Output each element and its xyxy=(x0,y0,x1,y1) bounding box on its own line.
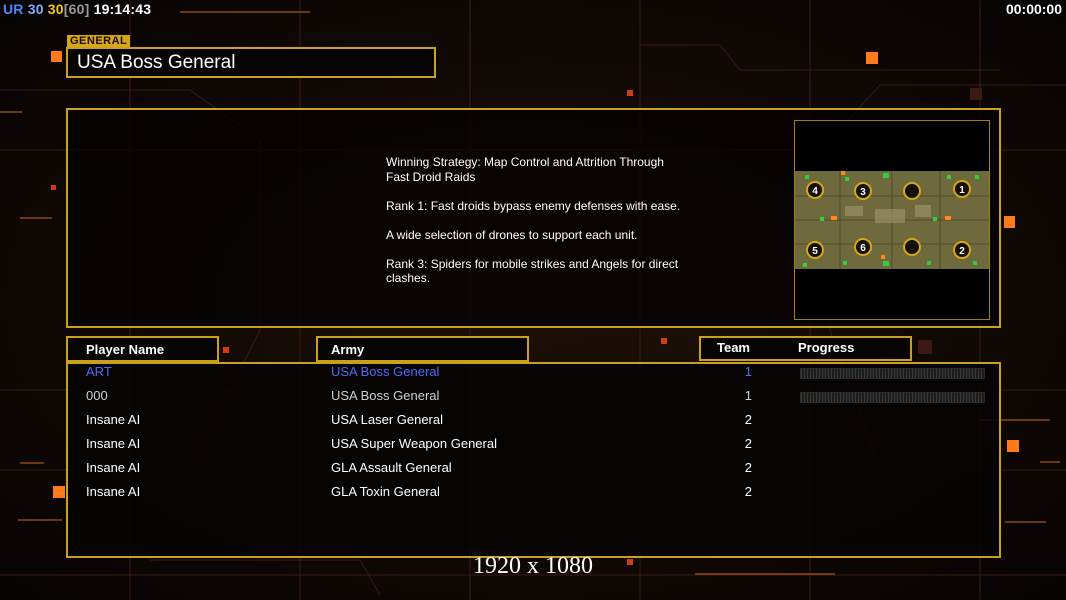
player-team: 1 xyxy=(744,388,752,403)
player-row[interactable]: Insane AI GLA Toxin General 2 xyxy=(0,484,1066,504)
general-name: USA Boss General xyxy=(77,52,236,73)
team-header-label: Team xyxy=(717,340,750,355)
map-preview-frame: 4 3 1 5 6 2 xyxy=(794,120,990,320)
general-title-frame xyxy=(66,47,436,78)
strategy-line: A wide selection of drones to support ea… xyxy=(386,227,638,242)
player-row[interactable]: Insane AI GLA Assault General 2 xyxy=(0,460,1066,480)
system-clock: 19:14:43 xyxy=(93,1,152,17)
army-header: Army xyxy=(316,336,529,362)
hud-stats: UR 30 30[60] 19:14:43 xyxy=(3,1,151,17)
player-army: USA Super Weapon General xyxy=(331,436,497,451)
player-name: Insane AI xyxy=(86,436,141,451)
map-slot-label: 1 xyxy=(959,185,965,196)
fps-cap: [60] xyxy=(63,1,90,17)
map-preview: 4 3 1 5 6 2 xyxy=(795,171,989,269)
game-timer: 00:00:00 xyxy=(1005,1,1062,17)
player-army: GLA Toxin General xyxy=(331,484,440,499)
player-row[interactable]: Insane AI USA Super Weapon General 2 xyxy=(0,436,1066,456)
player-row[interactable]: 000 USA Boss General 1 xyxy=(0,388,1066,408)
army-header-label: Army xyxy=(331,342,365,357)
team-progress-header: Team Progress xyxy=(699,336,912,361)
strategy-description: Winning Strategy: Map Control and Attrit… xyxy=(386,155,716,300)
player-team: 2 xyxy=(744,484,752,499)
player-name: Insane AI xyxy=(86,460,141,475)
player-row[interactable]: ART USA Boss General 1 xyxy=(0,364,1066,384)
player-name: ART xyxy=(86,364,112,379)
general-tag: GENERAL xyxy=(67,35,131,47)
fps-value: 30 xyxy=(47,1,64,17)
load-progress-bar xyxy=(800,392,985,403)
player-name: Insane AI xyxy=(86,412,141,427)
map-slot-label: 4 xyxy=(812,186,818,197)
player-army: USA Laser General xyxy=(331,412,444,427)
player-row[interactable]: Insane AI USA Laser General 2 xyxy=(0,412,1066,432)
resolution-label: 1920 x 1080 xyxy=(473,553,593,579)
strategy-line: Winning Strategy: Map Control and Attrit… xyxy=(386,155,664,184)
map-slot-label: 6 xyxy=(860,243,866,254)
player-name: 000 xyxy=(86,388,108,403)
player-army: GLA Assault General xyxy=(331,460,452,475)
player-team: 1 xyxy=(744,364,752,379)
map-slot-label: 3 xyxy=(860,187,866,198)
player-army: USA Boss General xyxy=(331,364,440,379)
map-slot-label: 2 xyxy=(959,246,965,257)
map-slot-label: 5 xyxy=(812,246,818,257)
player-team: 2 xyxy=(744,436,752,451)
player-army: USA Boss General xyxy=(331,388,440,403)
ur-label: UR xyxy=(3,1,24,17)
load-progress-bar xyxy=(800,368,985,379)
player-name-header-label: Player Name xyxy=(86,342,165,357)
player-name-header: Player Name xyxy=(66,336,219,362)
strategy-line: Rank 3: Spiders for mobile strikes and A… xyxy=(386,256,679,286)
strategy-line: Rank 1: Fast droids bypass enemy defense… xyxy=(386,198,681,213)
player-team: 2 xyxy=(744,460,752,475)
player-team: 2 xyxy=(744,412,752,427)
ping-value: 30 xyxy=(27,1,44,17)
progress-header-label: Progress xyxy=(798,340,855,355)
player-name: Insane AI xyxy=(86,484,141,499)
